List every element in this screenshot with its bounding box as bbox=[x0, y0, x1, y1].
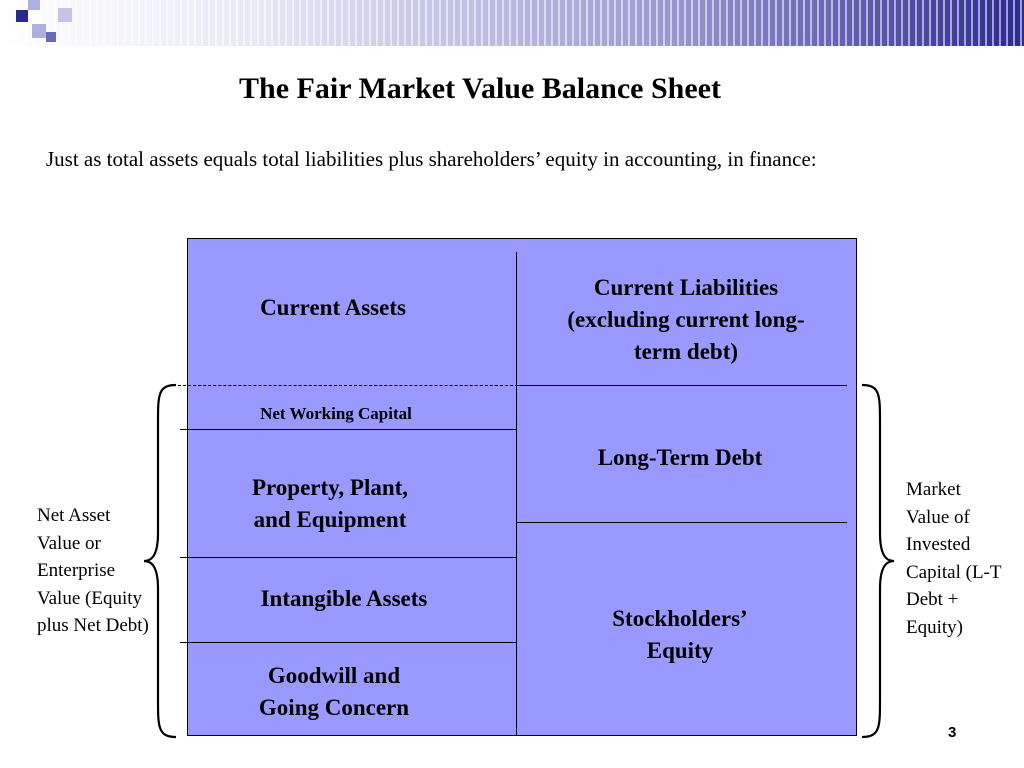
current-liabilities-line bbox=[516, 385, 847, 386]
header-square-dark-1 bbox=[16, 10, 28, 22]
header-square-dark-2 bbox=[46, 32, 56, 42]
intangible-assets-label: Intangible Assets bbox=[260, 586, 428, 611]
header-band-stripes bbox=[0, 0, 1024, 46]
ppe-bottom-line bbox=[180, 557, 516, 558]
slide-title: The Fair Market Value Balance Sheet bbox=[239, 72, 721, 105]
header-square-light-3 bbox=[58, 8, 72, 22]
header-square-light-2 bbox=[32, 24, 46, 38]
long-term-debt-label: Long-Term Debt bbox=[597, 445, 763, 470]
page-number: 3 bbox=[948, 724, 957, 741]
left-brace bbox=[143, 383, 177, 739]
ltd-bottom-line bbox=[516, 522, 847, 523]
current-liabilities-label: Current Liabilities (excluding current l… bbox=[567, 275, 805, 364]
nwc-dashed-line bbox=[178, 385, 518, 386]
goodwill-label: Goodwill and Going Concern bbox=[258, 663, 410, 720]
header-square-light-1 bbox=[28, 0, 40, 10]
right-brace bbox=[861, 383, 895, 739]
net-working-capital-label: Net Working Capital bbox=[260, 404, 412, 423]
net-asset-value-label: Net Asset Value or Enterprise Value (Equ… bbox=[37, 505, 149, 636]
market-value-label: Market Value of Invested Capital (L-T De… bbox=[906, 479, 1002, 638]
balance-sheet-box bbox=[187, 238, 857, 736]
intro-text: Just as total assets equals total liabil… bbox=[46, 147, 817, 171]
column-divider bbox=[516, 252, 517, 736]
intangibles-bottom-line bbox=[180, 642, 516, 643]
current-assets-label: Current Assets bbox=[260, 295, 406, 320]
stockholders-equity-label: Stockholders’ Equity bbox=[612, 606, 748, 663]
nwc-bottom-line bbox=[180, 429, 516, 430]
ppe-label: Property, Plant, and Equipment bbox=[251, 475, 409, 532]
